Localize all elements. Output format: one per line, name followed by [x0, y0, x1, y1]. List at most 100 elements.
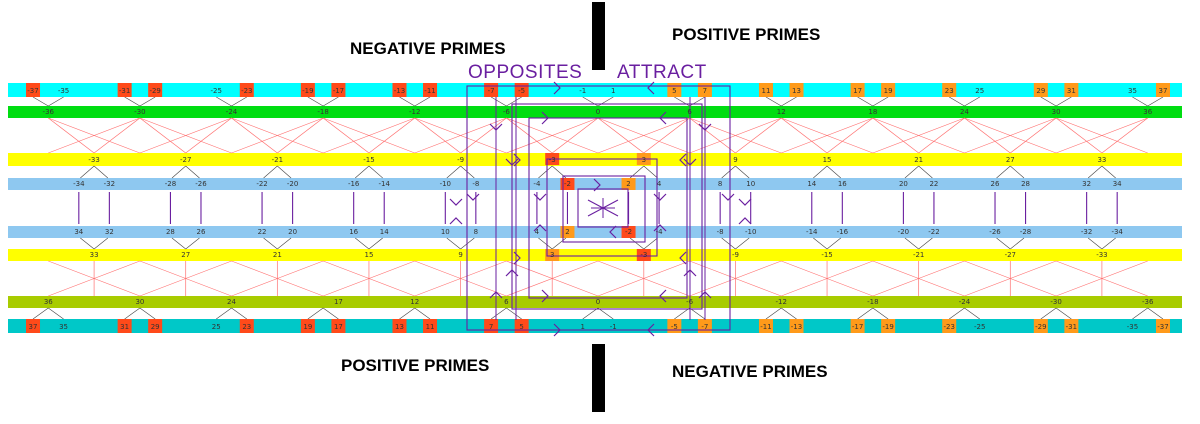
title-attract: ATTRACT — [617, 62, 707, 83]
red-line-upper — [964, 117, 1011, 154]
number-label: 14 — [807, 180, 816, 188]
connector-line — [139, 307, 156, 320]
number-label: -5 — [671, 323, 678, 331]
number-label: -19 — [882, 323, 893, 331]
number-label: 29 — [1036, 87, 1045, 95]
heading-positive-primes-bottom: POSITIVE PRIMES — [341, 356, 490, 375]
number-label: 19 — [884, 87, 893, 95]
connector-line — [781, 96, 797, 107]
number-label: 21 — [273, 251, 282, 259]
prime-box — [881, 319, 896, 333]
number-label: 33 — [1097, 156, 1106, 164]
connector-line — [307, 96, 324, 107]
prime-box — [300, 83, 315, 97]
connector-line — [813, 237, 828, 250]
number-label: 3 — [550, 251, 554, 259]
purple-frame-4 — [546, 158, 658, 257]
red-line-upper — [322, 117, 370, 154]
purple-arrow — [609, 225, 617, 239]
number-label: 25 — [975, 87, 984, 95]
number-label: 24 — [227, 298, 236, 306]
red-diagonal — [597, 260, 690, 297]
connector-line — [996, 237, 1011, 250]
connector-line — [781, 307, 797, 320]
prime-box — [148, 319, 163, 333]
connector-line — [674, 307, 690, 320]
prime-box — [942, 319, 957, 333]
number-label: 24 — [960, 108, 969, 116]
number-label: 17 — [334, 298, 343, 306]
prime-box — [1064, 319, 1079, 333]
number-label: -27 — [1005, 251, 1016, 259]
prime-box — [239, 83, 254, 97]
connector-line — [322, 96, 339, 107]
connector-line — [538, 237, 553, 250]
prime-box — [239, 319, 254, 333]
number-label: 31 — [120, 323, 129, 331]
number-label: 36 — [44, 298, 53, 306]
connector-line — [506, 96, 522, 107]
number-label: -3 — [549, 156, 556, 164]
number-label: 13 — [395, 323, 404, 331]
connector-line — [949, 96, 965, 107]
purple-arrow — [679, 153, 687, 167]
red-diagonal — [597, 117, 690, 154]
number-label: -13 — [394, 87, 405, 95]
purple-arrow — [593, 178, 601, 192]
connector-line — [826, 237, 841, 250]
number-label: 12 — [410, 298, 419, 306]
connector-line — [721, 237, 736, 250]
center-star-line — [602, 199, 619, 209]
red-line-upper — [139, 117, 186, 154]
red-diagonal — [231, 260, 324, 297]
number-label: -12 — [776, 298, 787, 306]
number-label: 7 — [489, 323, 493, 331]
connector-line — [277, 237, 292, 250]
number-label: 15 — [823, 156, 832, 164]
number-label: 16 — [838, 180, 847, 188]
red-line-upper — [597, 117, 645, 154]
red-line-upper — [368, 117, 415, 154]
connector-line — [597, 307, 614, 320]
prime-box — [331, 319, 346, 333]
connector-line — [171, 237, 186, 250]
band-6 — [8, 249, 1182, 261]
number-label: 28 — [166, 228, 175, 236]
number-label: 21 — [914, 156, 923, 164]
number-label: 0 — [596, 108, 600, 116]
number-label: -18 — [867, 298, 878, 306]
number-label: -11 — [760, 323, 771, 331]
red-line-upper — [1055, 117, 1103, 154]
red-diagonal — [872, 260, 965, 297]
purple-arrow — [647, 323, 655, 337]
center-star-line — [602, 207, 619, 217]
connector-line — [399, 307, 415, 320]
connector-line — [216, 307, 232, 320]
red-diagonal — [323, 260, 415, 297]
connector-line — [643, 237, 658, 250]
connector-line — [629, 237, 644, 250]
number-label: -15 — [821, 251, 832, 259]
prime-box — [300, 319, 315, 333]
prime-box — [758, 83, 773, 97]
connector-line — [414, 307, 431, 320]
purple-arrow — [541, 289, 549, 303]
prime-box — [850, 83, 865, 97]
number-label: -34 — [73, 180, 85, 188]
connector-line — [674, 96, 690, 107]
number-label: 23 — [242, 323, 251, 331]
number-label: 32 — [105, 228, 114, 236]
number-label: -32 — [1081, 228, 1092, 236]
red-line-upper — [918, 117, 965, 154]
prime-box-inner — [545, 249, 560, 261]
number-label: -16 — [837, 228, 849, 236]
purple-arrow — [449, 198, 463, 206]
connector-line — [918, 237, 933, 250]
purple-arrow — [653, 224, 667, 232]
number-label: 37 — [29, 323, 38, 331]
number-label: 5 — [519, 323, 523, 331]
prime-box — [1155, 83, 1170, 97]
prime-box — [789, 319, 804, 333]
number-label: 2 — [626, 180, 630, 188]
connector-line — [277, 165, 292, 179]
